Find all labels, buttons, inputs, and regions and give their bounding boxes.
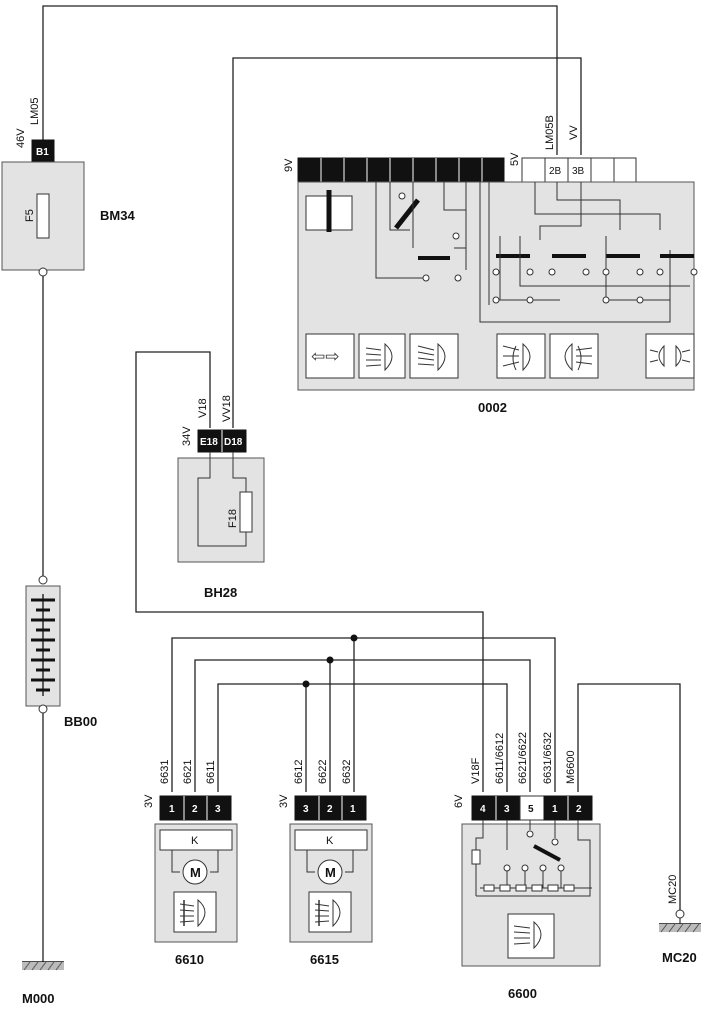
wire-label-vv18: VV18 (221, 395, 233, 422)
wire-label-6622: 6622 (317, 760, 329, 784)
wires (42, 5, 681, 962)
bh28-pin-d18: D18 (224, 437, 243, 448)
headlamp-level-control-icon (513, 920, 542, 950)
wire-junctions (302, 634, 358, 688)
arrows-icon: ⇦⇨ (311, 347, 340, 367)
bh28-pin-e18: E18 (200, 437, 218, 448)
6610-relay: K (191, 835, 199, 847)
m000-label: M000 (22, 991, 55, 1006)
wire-label-6631-6632: 6631/6632 (542, 732, 554, 784)
6610-label: 6610 (175, 952, 204, 967)
6610-motor: M (190, 865, 201, 880)
wire-label-6611-6612: 6611/6612 (494, 733, 506, 784)
actuator-6610: 6631 6621 6611 3V 1 2 3 K M 6610 (143, 760, 238, 967)
0002-conn-white-count: 5V (509, 152, 521, 166)
rear-fog-icon (564, 342, 593, 372)
mc20-ground: MC20 MC20 (659, 875, 701, 965)
module-0002: LM05B VV 9V 5V 2B 3B (283, 115, 698, 415)
0002-conn-black-count: 9V (283, 158, 295, 172)
bh28-label: BH28 (204, 585, 237, 600)
6610-pin-count: 3V (143, 794, 155, 808)
wire-label-vv: VV (568, 125, 580, 140)
headlamp-level-icon (179, 898, 206, 928)
0002-icons: ⇦⇨ (305, 333, 695, 379)
bm34-label: BM34 (100, 208, 135, 223)
6615-pin-count: 3V (278, 794, 290, 808)
headlamp-level-icon (314, 898, 341, 928)
6610-pin-2: 2 (192, 804, 198, 815)
6610-pin-1: 1 (169, 804, 175, 815)
bh28-fuse: F18 (227, 509, 239, 528)
bm34-pin-count: 46V (15, 128, 27, 148)
front-fog-icon (502, 342, 531, 372)
6600-pin-count: 6V (453, 794, 465, 808)
0002-label: 0002 (478, 400, 507, 415)
6615-pin-1: 1 (350, 804, 356, 815)
bb00-label: BB00 (64, 714, 97, 729)
wire-label-6621: 6621 (182, 760, 194, 784)
6615-pin-3: 3 (303, 804, 309, 815)
wire-label-6611: 6611 (205, 760, 217, 784)
6600-label: 6600 (508, 986, 537, 1001)
wire-label-v18f: V18F (470, 757, 482, 784)
bh28-fusebox: V18 VV18 34V E18 D18 F18 BH28 (177, 395, 265, 600)
wire-label-v18: V18 (197, 398, 209, 418)
6600-pin-5: 5 (528, 804, 534, 815)
m000-ground: M000 (22, 961, 64, 1006)
wire-label-6612: 6612 (293, 760, 305, 784)
low-beam-icon (365, 342, 393, 372)
6615-label: 6615 (310, 952, 339, 967)
high-beam-icon (417, 342, 446, 372)
0002-pin-2b: 2B (549, 166, 562, 177)
actuator-6615: 6612 6622 6632 3V 3 2 1 K M 6615 (278, 760, 373, 967)
switch-6600: V18F 6611/6612 6621/6622 6631/6632 M6600… (453, 732, 601, 1001)
wire-label-6621-6622: 6621/6622 (517, 732, 529, 784)
wire-label-mc20: MC20 (667, 875, 679, 904)
6600-pin-1: 1 (552, 804, 558, 815)
6600-pin-2: 2 (576, 804, 582, 815)
wire-label-lm05b: LM05B (544, 115, 556, 150)
bm34-fuse: F5 (24, 209, 36, 222)
bh28-pin-count: 34V (181, 426, 193, 446)
6600-pin-4: 4 (480, 804, 486, 815)
6615-relay: K (326, 835, 334, 847)
wire-label-m6600: M6600 (565, 750, 577, 784)
bb00-battery: BB00 (25, 575, 97, 729)
6600-pin-3: 3 (504, 804, 510, 815)
mc20-label: MC20 (662, 950, 697, 965)
bm34-pin-b1: B1 (36, 147, 49, 158)
wire-label-6632: 6632 (341, 760, 353, 784)
6615-pin-2: 2 (327, 804, 333, 815)
6610-pin-3: 3 (215, 804, 221, 815)
wire-label-6631: 6631 (159, 760, 171, 784)
0002-pin-3b: 3B (572, 166, 585, 177)
parking-lights-icon (649, 344, 691, 368)
wire-label-lm05: LM05 (29, 97, 41, 125)
6615-motor: M (325, 865, 336, 880)
bm34-fusebox: LM05 46V B1 F5 BM34 (1, 97, 135, 277)
